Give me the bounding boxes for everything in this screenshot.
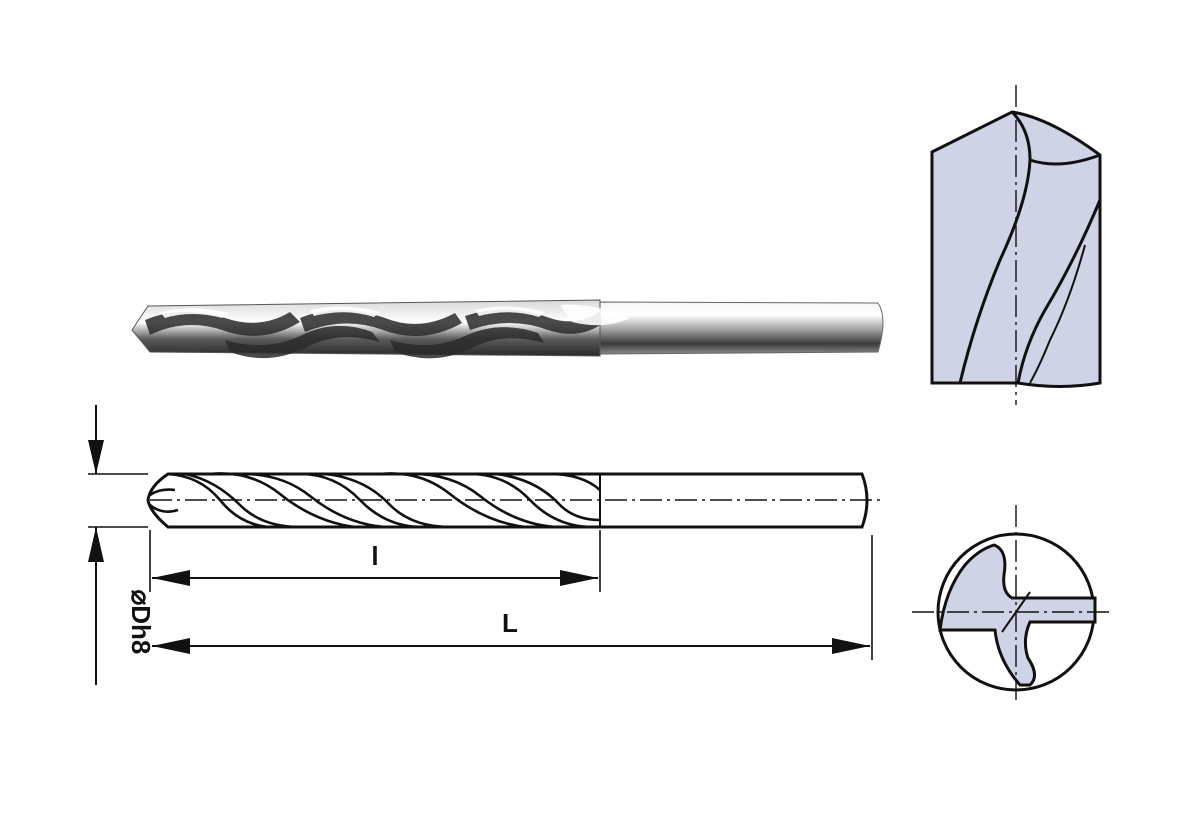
flute-length-label: l (371, 541, 378, 571)
drill-drawing: l L ⌀Dh8 (88, 405, 880, 685)
overall-length-label: L (502, 608, 518, 638)
drill-tip-view (930, 85, 1102, 405)
overall-length-dimension: L (152, 608, 870, 654)
diameter-label: ⌀Dh8 (126, 590, 156, 655)
drill-photo (131, 299, 884, 359)
flute-length-dimension: l (152, 541, 598, 586)
drill-cross-section (912, 505, 1110, 700)
diameter-dimension: ⌀Dh8 (88, 405, 156, 685)
